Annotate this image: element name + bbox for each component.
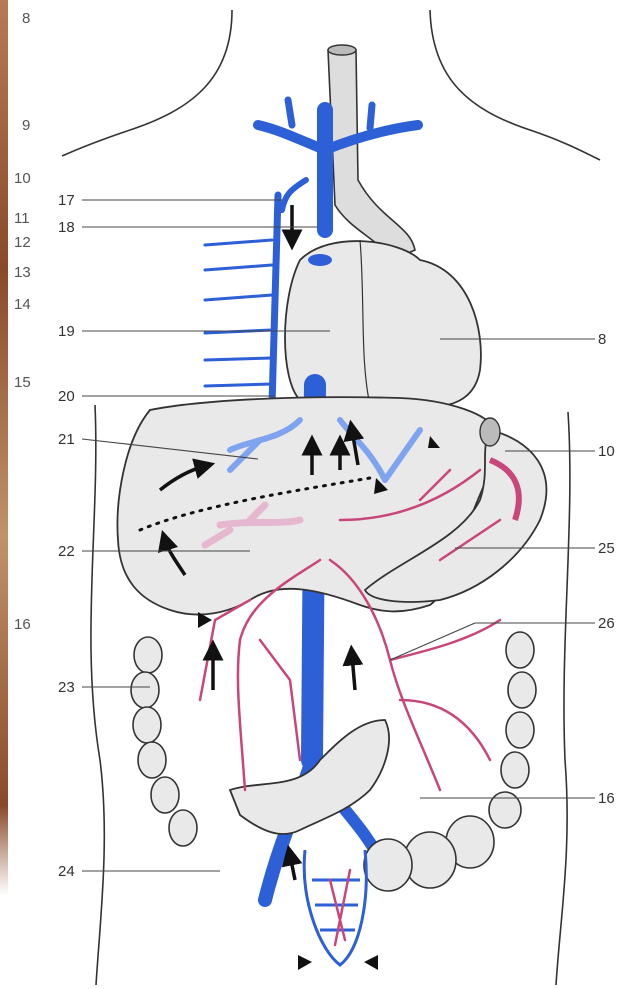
aorta [328,45,415,260]
rectum [304,850,366,965]
